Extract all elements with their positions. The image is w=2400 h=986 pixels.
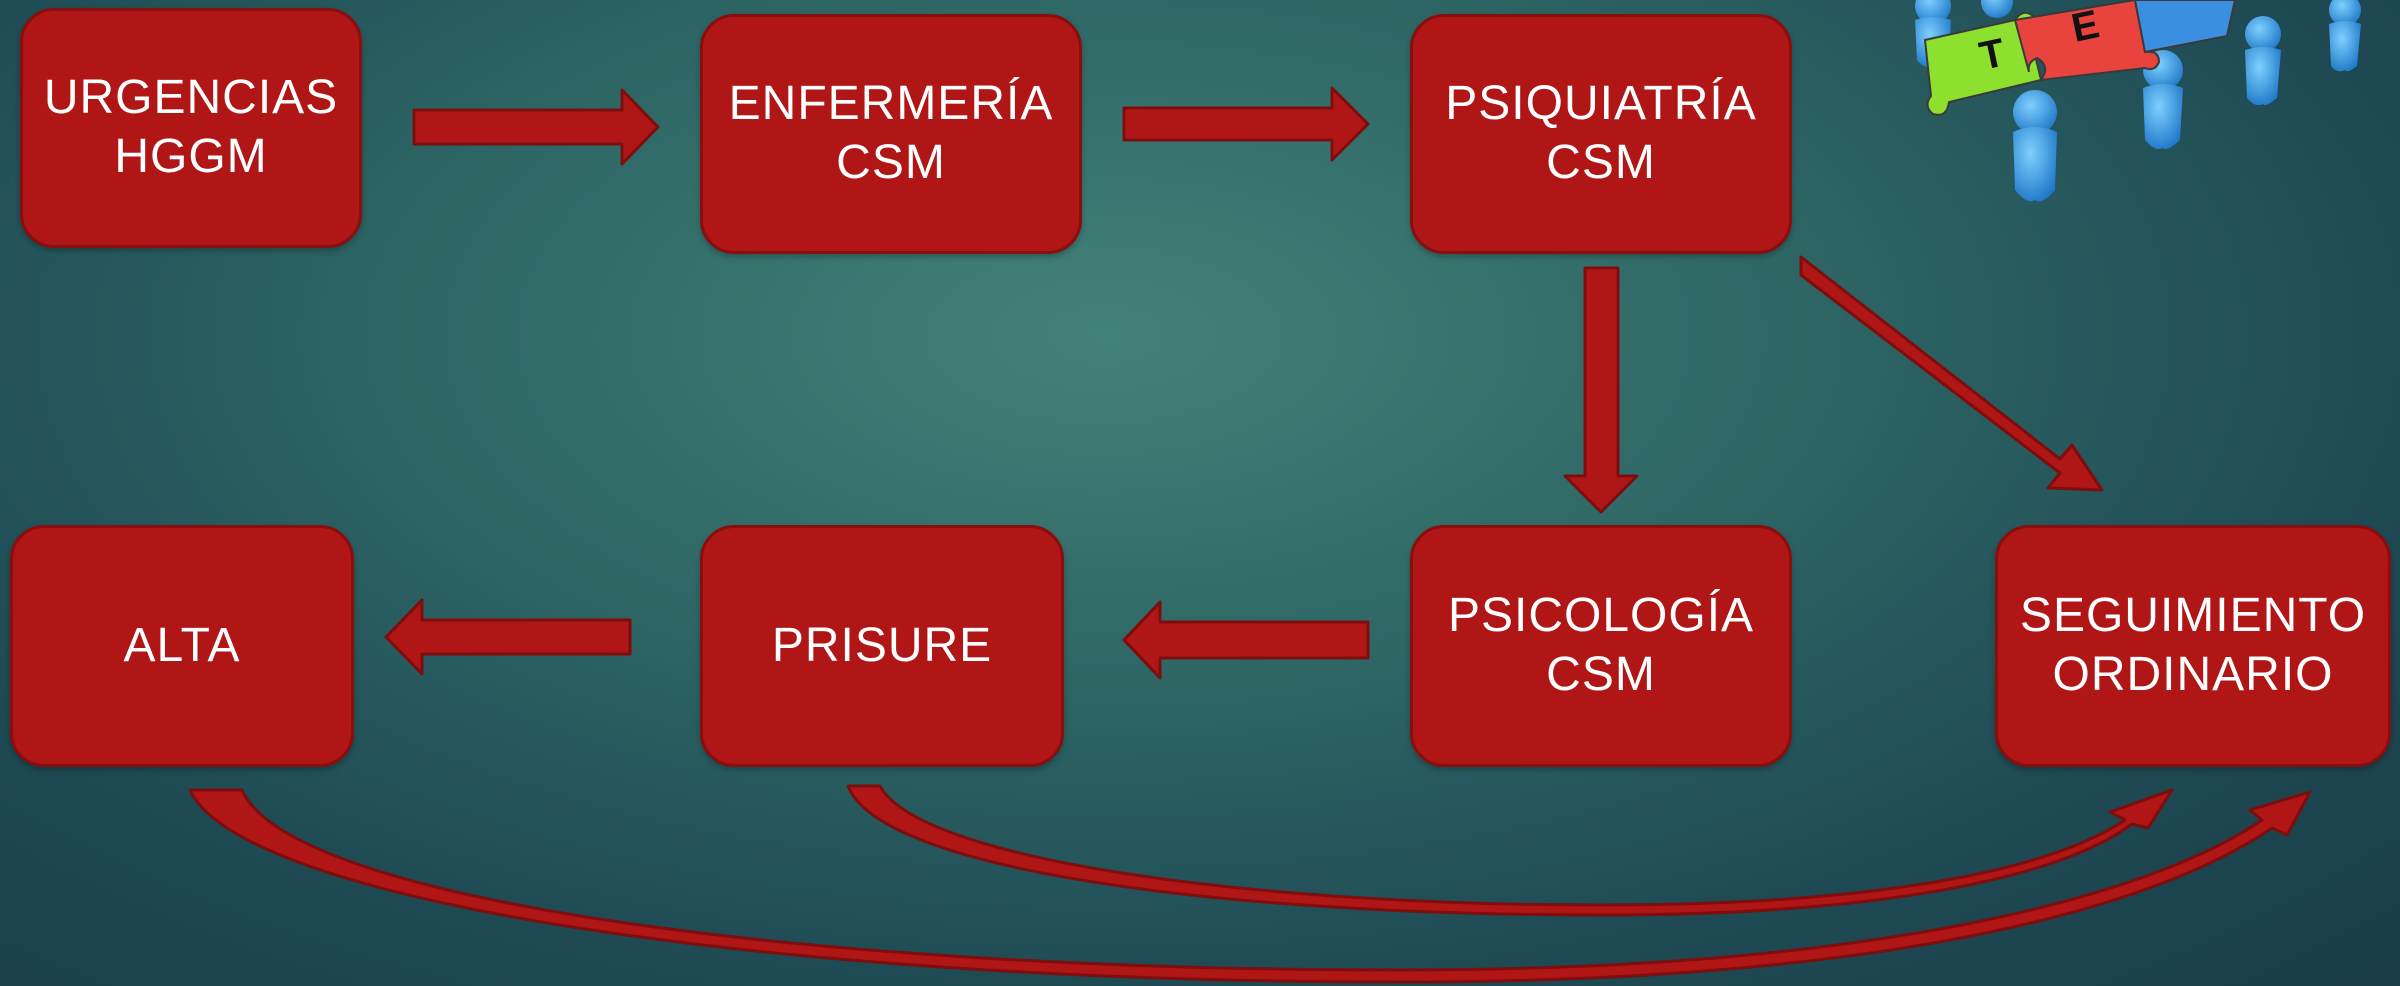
node-psicologia-csm: PSICOLOGÍA CSM — [1410, 525, 1792, 767]
node-seguimiento-ordinario: SEGUIMIENTO ORDINARIO — [1995, 525, 2391, 767]
arrow-psiquiatria-to-seguimiento — [1799, 255, 2104, 492]
arrow-psiquiatria-to-psicologia — [1563, 266, 1639, 514]
node-label: PSIQUIATRÍA CSM — [1445, 77, 1757, 189]
node-label: PSICOLOGÍA CSM — [1447, 589, 1755, 701]
arrow-prisure-to-seguimiento — [846, 784, 2174, 917]
arrow-enfermeria-to-psiquiatria — [1122, 86, 1370, 162]
puzzle-team-icon: T E — [1915, 0, 2361, 202]
node-label: ALTA — [123, 618, 241, 672]
arrow-urgencias-to-enfermeria — [412, 88, 660, 166]
node-urgencias-hggm: URGENCIAS HGGM — [20, 8, 362, 248]
arrow-prisure-to-alta — [384, 598, 632, 676]
node-label: PRISURE — [771, 618, 993, 672]
node-label: URGENCIAS HGGM — [43, 71, 339, 183]
node-label: SEGUIMIENTO ORDINARIO — [2019, 589, 2367, 701]
node-alta: ALTA — [10, 525, 354, 767]
arrow-alta-to-seguimiento — [188, 788, 2312, 984]
node-prisure: PRISURE — [700, 525, 1064, 767]
node-psiquiatria-csm: PSIQUIATRÍA CSM — [1410, 14, 1792, 254]
node-enfermeria-csm: ENFERMERÍA CSM — [700, 14, 1082, 254]
arrow-psicologia-to-prisure — [1122, 600, 1370, 680]
node-label: ENFERMERÍA CSM — [728, 77, 1054, 189]
